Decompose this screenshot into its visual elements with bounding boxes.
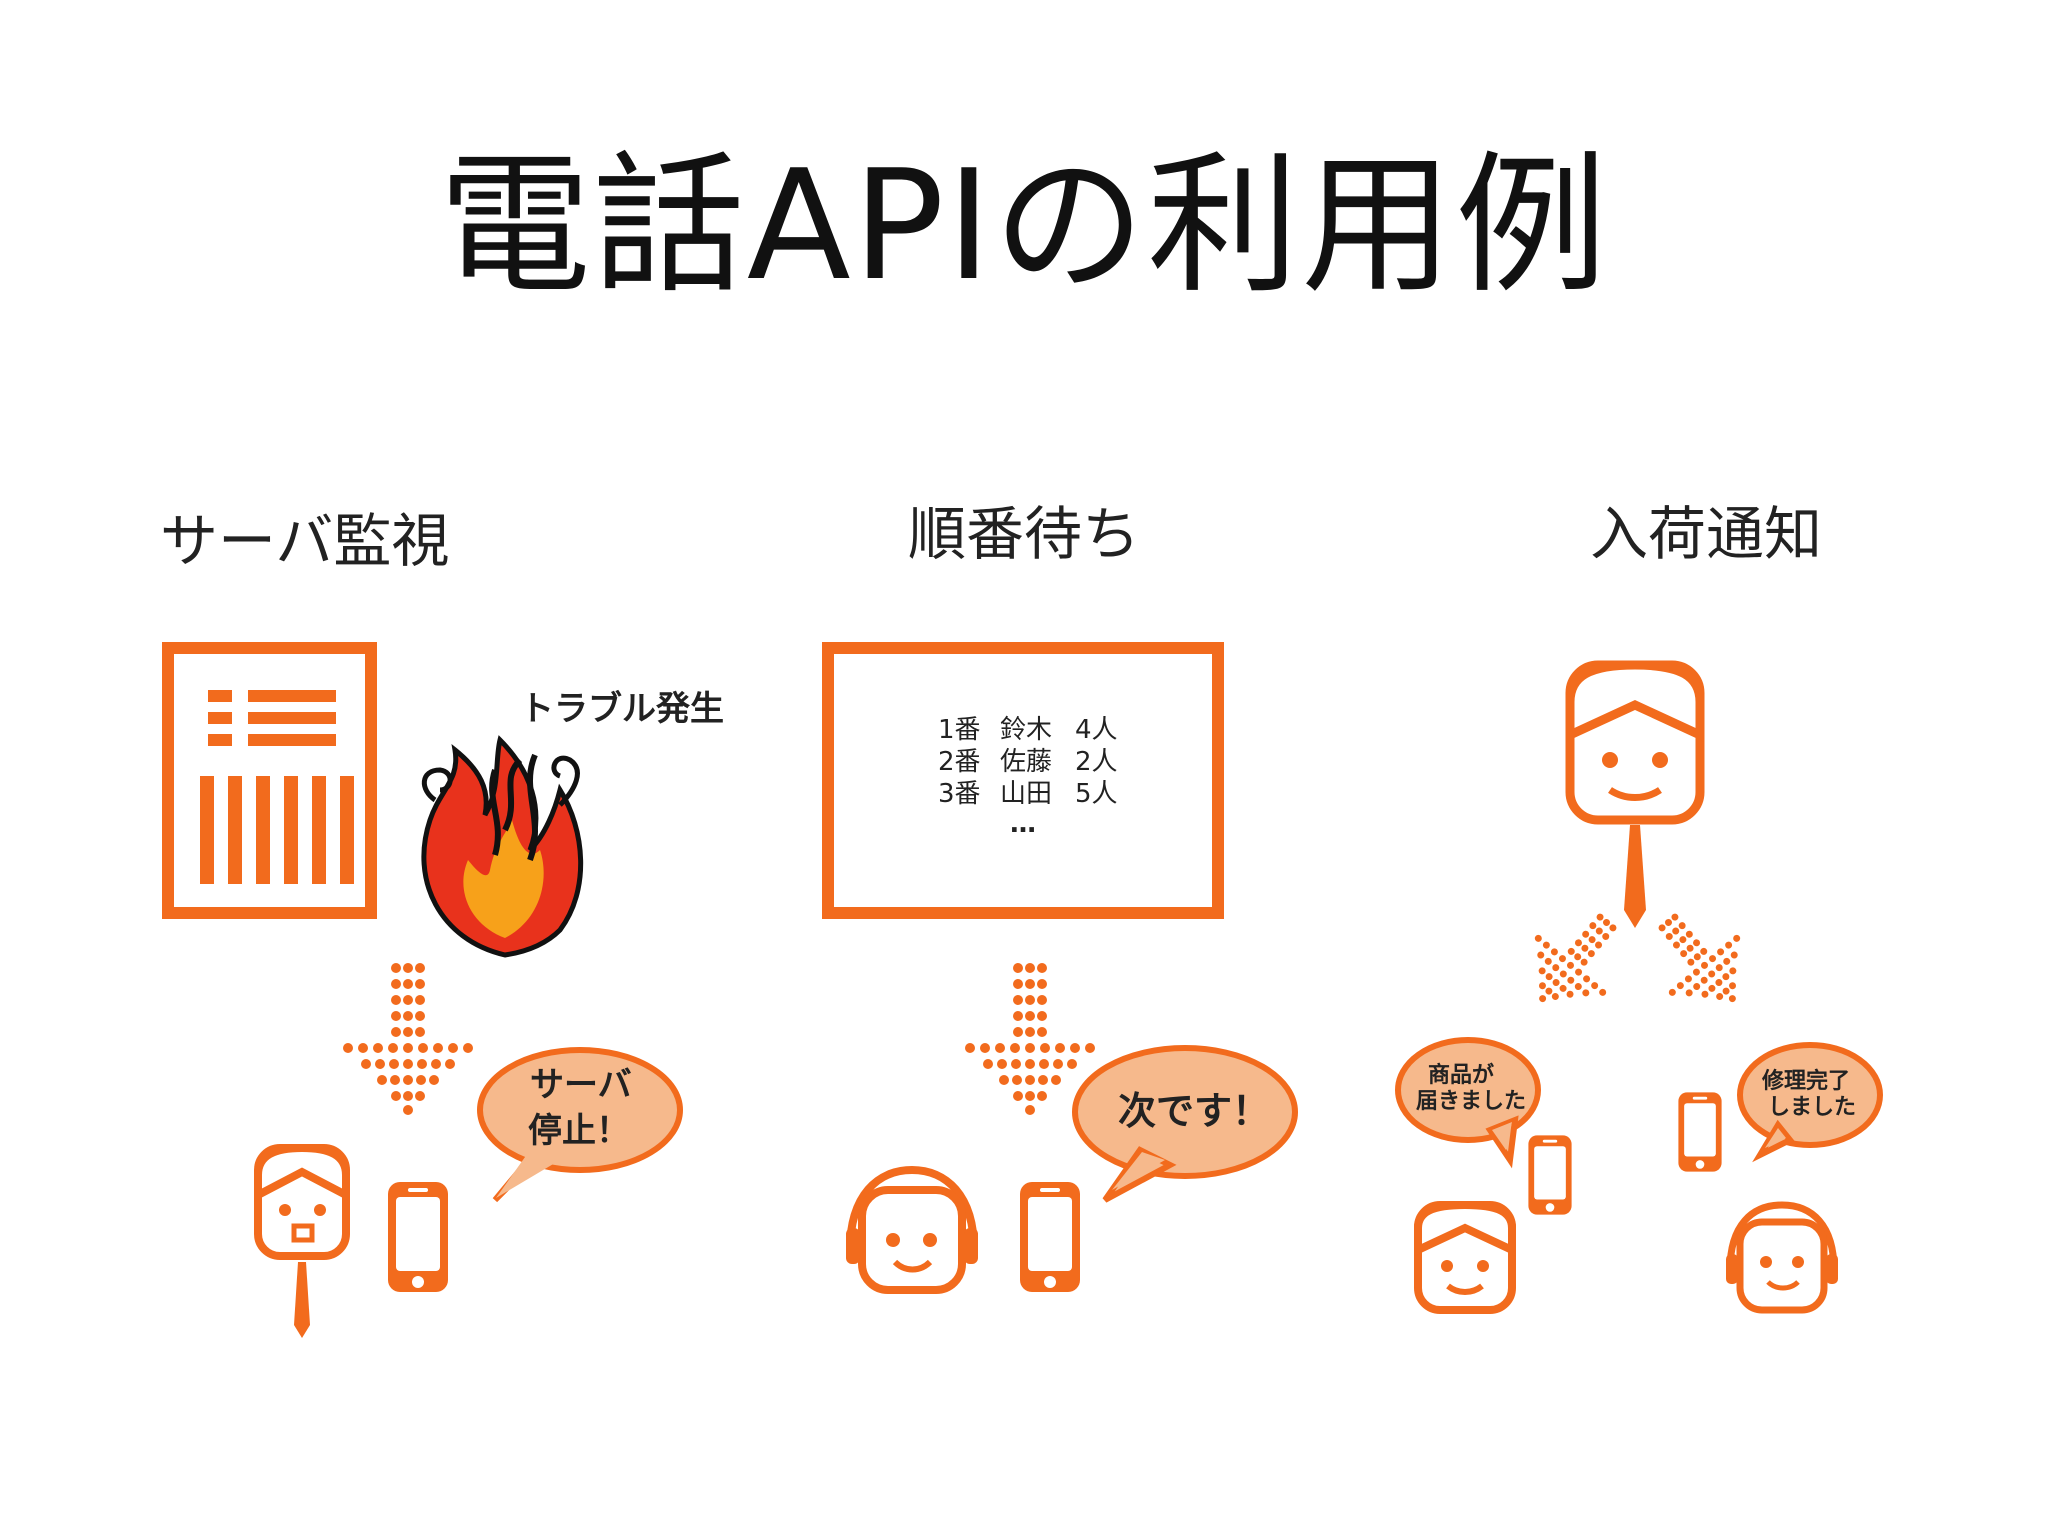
queue-row-2-count: 2人 (1075, 747, 1118, 777)
person-headset-icon (846, 1165, 978, 1294)
queue-row-1-count: 4人 (1075, 715, 1118, 745)
speech-bubble-next: 次です！ (1072, 1045, 1298, 1203)
person-tie-icon (1565, 660, 1705, 928)
smartphone-icon (1528, 1135, 1572, 1215)
trouble-label: トラブル発生 (520, 689, 724, 729)
queue-row-3-name: 山田 (1000, 779, 1052, 809)
smartphone-icon (1678, 1092, 1722, 1172)
smartphone-icon (1020, 1182, 1080, 1292)
queue-row-3-no: 3番 (938, 779, 981, 809)
queue-row-2-no: 2番 (938, 747, 981, 777)
server-rack-icon (162, 642, 377, 919)
queue-row-1-name: 鈴木 (1000, 715, 1052, 745)
section-label-server-monitoring: サーバ監視 (160, 507, 450, 575)
speech-bubble-repair-done: 修理完了 しました (1737, 1042, 1883, 1163)
section-label-arrival-notice: 入荷通知 (1590, 500, 1823, 568)
slide-title: 電話APIの利用例 (438, 137, 1610, 314)
bubble-next-text: 次です！ (1118, 1089, 1270, 1133)
speech-bubble-arrived: 商品が 届きました (1395, 1037, 1541, 1169)
person-customer-icon (1414, 1200, 1516, 1314)
dotted-diagonal-arrow-right-icon (1631, 890, 1770, 1031)
smartphone-icon (388, 1182, 448, 1292)
queue-row-1-no: 1番 (938, 715, 981, 745)
person-tie-icon (254, 1143, 350, 1338)
speech-bubble-server-down: サーバ 停止！ (477, 1047, 683, 1203)
queue-ellipsis: … (1010, 809, 1036, 839)
bubble-repair-line-1: 修理完了 (1761, 1068, 1850, 1094)
queue-row-3-count: 5人 (1075, 779, 1118, 809)
person-headset-icon (1726, 1201, 1838, 1314)
queue-list: 1番 鈴木 4人 2番 佐藤 2人 3番 山田 5人 … (938, 715, 1118, 839)
bubble-line-1: サーバ (530, 1065, 632, 1105)
display-board-icon (822, 642, 1224, 919)
bubble-repair-line-2: しました (1768, 1095, 1856, 1120)
section-label-queue: 順番待ち (908, 500, 1141, 568)
bubble-arrived-line-2: 届きました (1416, 1089, 1526, 1114)
fire-icon (421, 735, 584, 958)
dotted-down-arrow-icon (965, 963, 1095, 1115)
bubble-line-2: 停止！ (528, 1111, 630, 1151)
dotted-diagonal-arrow-left-icon (1505, 890, 1644, 1031)
queue-row-2-name: 佐藤 (1000, 747, 1052, 777)
dotted-down-arrow-icon (343, 963, 473, 1115)
bubble-arrived-line-1: 商品が (1428, 1062, 1494, 1088)
